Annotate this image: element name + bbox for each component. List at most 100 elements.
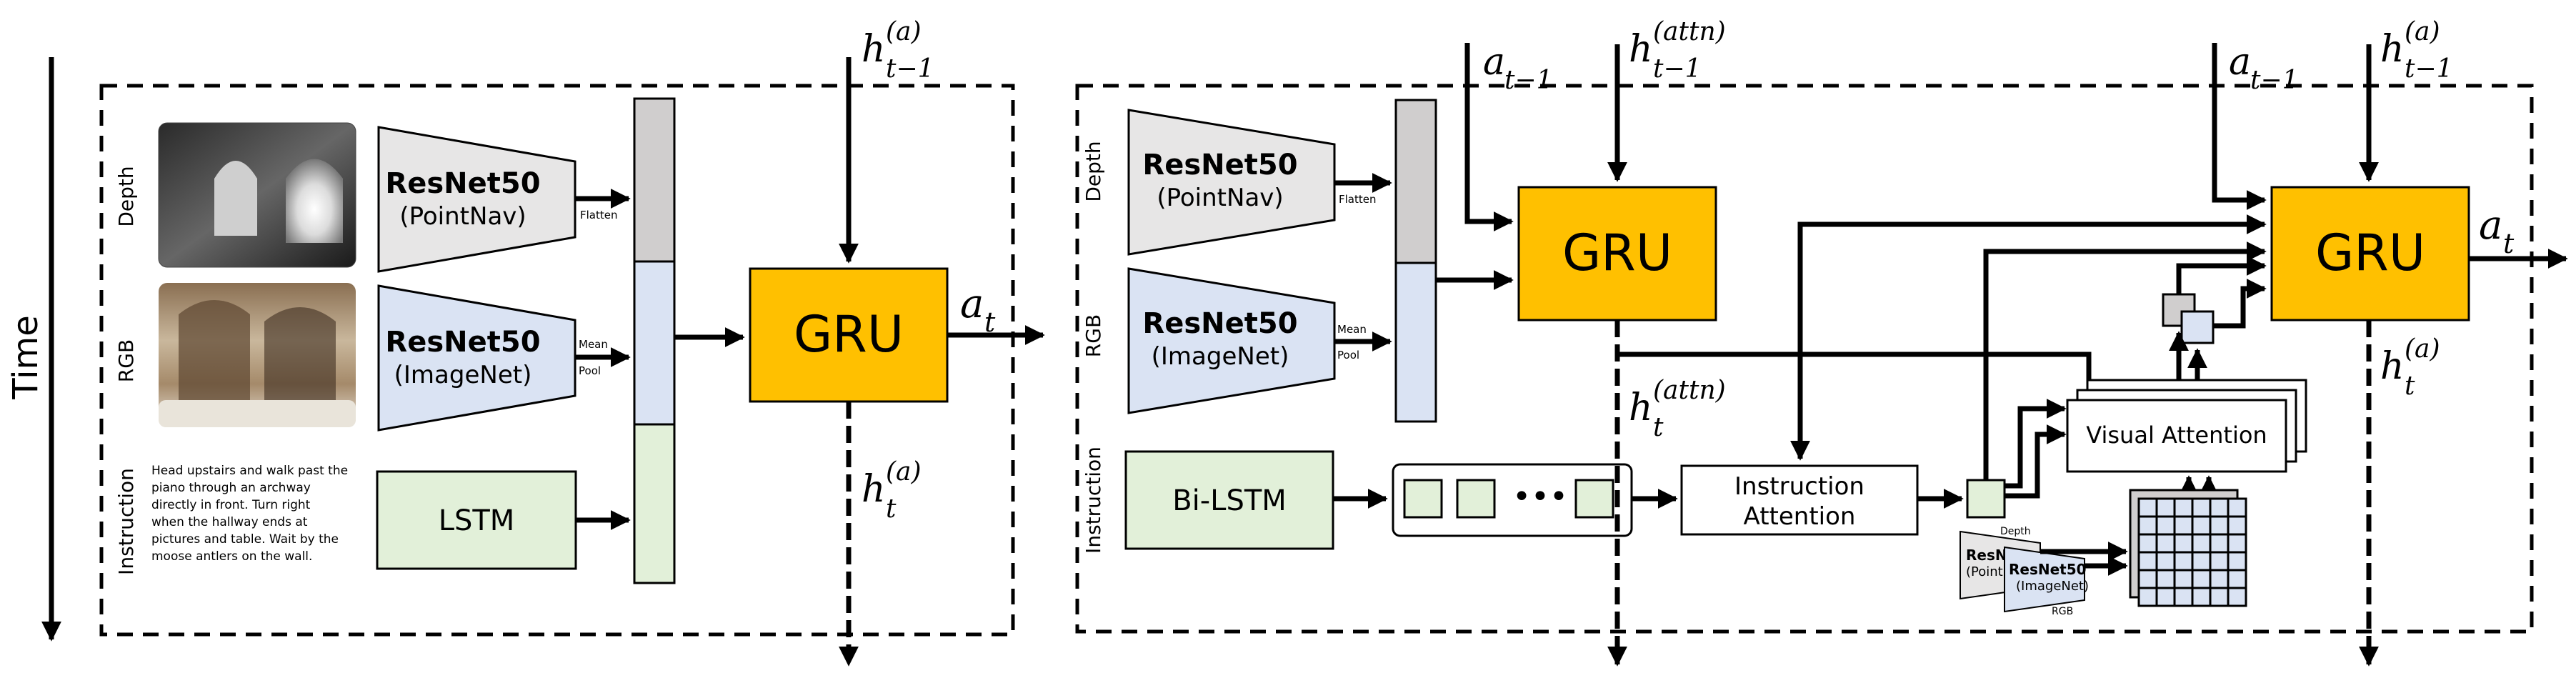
right-feature-grid bbox=[2129, 489, 2247, 607]
right-a-in1-label: a t−1 bbox=[1483, 41, 1553, 95]
left-a-out-label: a t bbox=[960, 281, 996, 338]
left-flatten-label: Flatten bbox=[580, 209, 618, 221]
right-attended-instruction bbox=[1966, 479, 2006, 519]
svg-text:moose antlers on the wall.: moose antlers on the wall. bbox=[151, 549, 312, 564]
svg-text:(ImageNet): (ImageNet) bbox=[2016, 579, 2089, 594]
right-h-a-in-label: h t−1 (a) bbox=[2380, 17, 2453, 84]
right-resnet-rgb-title: ResNet50 bbox=[1142, 307, 1297, 340]
svg-text:(attn): (attn) bbox=[1653, 17, 1726, 46]
left-dashed-frame bbox=[99, 84, 1015, 637]
right-resnet-depth-sub: (PointNav) bbox=[1157, 184, 1283, 212]
svg-text:a: a bbox=[1483, 41, 1505, 84]
right-a-out-label: a t bbox=[2479, 202, 2515, 259]
svg-text:t: t bbox=[2503, 228, 2515, 259]
svg-text:Instruction: Instruction bbox=[1734, 472, 1864, 501]
right-gru1-label: GRU bbox=[1562, 224, 1672, 282]
left-mean-label: Mean bbox=[579, 338, 608, 351]
right-mini-depth-label: Depth bbox=[2000, 526, 2031, 537]
right-ellipsis: ••• bbox=[1512, 479, 1568, 515]
svg-text:piano through an archway: piano through an archway bbox=[151, 481, 311, 495]
svg-text:h: h bbox=[1629, 28, 1653, 71]
right-h-attn-in-label: h t−1 (attn) bbox=[1629, 17, 1726, 84]
left-resnet-depth-title: ResNet50 bbox=[385, 167, 540, 200]
svg-text:Attention: Attention bbox=[1744, 502, 1856, 531]
right-mean-label: Mean bbox=[1337, 323, 1367, 336]
right-resnet-depth-title: ResNet50 bbox=[1142, 149, 1297, 181]
right-depth-row-label: Depth bbox=[1082, 141, 1105, 201]
right-dashed-frame bbox=[1075, 84, 2534, 634]
svg-text:t−1: t−1 bbox=[1504, 66, 1553, 95]
left-depth-image bbox=[158, 122, 356, 268]
right-resnet-rgb: ResNet50 (ImageNet) bbox=[1127, 267, 1336, 414]
left-resnet-depth-shape bbox=[377, 126, 576, 273]
left-panel: Depth RGB Instruction Head upstairs and … bbox=[99, 17, 1045, 667]
left-gru-box bbox=[749, 267, 949, 403]
svg-text:t: t bbox=[1653, 413, 1664, 442]
left-resnet-rgb-shape bbox=[377, 284, 576, 432]
svg-text:a: a bbox=[960, 281, 984, 327]
right-mini-resnets: ResNe (Point Depth ResNet50 (ImageNet) R… bbox=[1960, 526, 2089, 617]
left-resnet-rgb: ResNet50 (ImageNet) bbox=[377, 284, 576, 432]
left-lstm-box bbox=[376, 470, 577, 570]
svg-text:Head upstairs and walk past th: Head upstairs and walk past the bbox=[151, 464, 348, 478]
left-lstm: LSTM bbox=[376, 470, 577, 570]
svg-text:t−1: t−1 bbox=[2250, 66, 2299, 95]
svg-text:pictures and table. Wait by th: pictures and table. Wait by the bbox=[151, 532, 339, 547]
left-rgb-image bbox=[159, 283, 356, 427]
svg-text:t−1: t−1 bbox=[2405, 54, 2453, 84]
svg-text:h: h bbox=[862, 28, 886, 71]
left-resnet-depth: ResNet50 (PointNav) bbox=[377, 126, 576, 273]
svg-text:t: t bbox=[2405, 372, 2415, 401]
right-visual-attention-label: Visual Attention bbox=[2086, 422, 2267, 449]
svg-text:a: a bbox=[2479, 202, 2502, 249]
right-h-attn-out-label: h t (attn) bbox=[1629, 376, 1726, 442]
left-instruction-row-label: Instruction bbox=[114, 468, 138, 575]
left-gru-label: GRU bbox=[794, 305, 904, 364]
left-instruction-text: Head upstairs and walk past the piano th… bbox=[151, 464, 348, 564]
left-h-in-label: h t−1 (a) bbox=[862, 17, 934, 84]
right-resnet-rgb-sub: (ImageNet) bbox=[1152, 342, 1289, 371]
svg-text:t: t bbox=[886, 494, 897, 524]
right-h-a-out-label: h t (a) bbox=[2380, 334, 2440, 401]
right-rgb-row-label: RGB bbox=[1082, 314, 1105, 357]
svg-text:(a): (a) bbox=[886, 457, 922, 487]
right-visual-attention: Visual Attention bbox=[2066, 379, 2307, 473]
right-attended-visual bbox=[2162, 293, 2215, 344]
right-a-in2-label: a t−1 bbox=[2229, 41, 2299, 95]
left-h-out-label: h t (a) bbox=[862, 457, 922, 524]
svg-text:(a): (a) bbox=[886, 17, 922, 46]
svg-text:(attn): (attn) bbox=[1653, 376, 1726, 405]
left-rgb-row-label: RGB bbox=[114, 339, 138, 382]
svg-text:t−1: t−1 bbox=[886, 54, 934, 84]
svg-text:h: h bbox=[2380, 345, 2405, 388]
right-bilstm: Bi-LSTM bbox=[1124, 450, 1334, 550]
left-depth-row-label: Depth bbox=[114, 166, 138, 226]
left-concat-bar bbox=[633, 97, 676, 584]
svg-text:a: a bbox=[2229, 41, 2251, 84]
svg-text:(Point: (Point bbox=[1966, 564, 2003, 579]
svg-text:t: t bbox=[984, 306, 996, 338]
right-instruction-attention: Instruction Attention bbox=[1680, 464, 1919, 536]
time-label: Time bbox=[6, 315, 46, 399]
left-resnet-rgb-sub: (ImageNet) bbox=[394, 361, 532, 389]
svg-text:(a): (a) bbox=[2405, 17, 2440, 46]
left-lstm-label: LSTM bbox=[439, 504, 515, 537]
svg-text:directly in front. Turn ri: directly in front. Turn right bbox=[151, 498, 311, 512]
svg-text:(a): (a) bbox=[2405, 334, 2440, 364]
right-gru-attn: GRU bbox=[1517, 186, 1717, 321]
right-token-sequence: ••• bbox=[1392, 463, 1633, 537]
right-mini-rgb-label: RGB bbox=[2052, 606, 2073, 617]
right-concat-bar bbox=[1394, 99, 1437, 423]
svg-text:when the hallway ends at: when the hallway ends at bbox=[151, 515, 308, 529]
left-pool-label: Pool bbox=[579, 364, 601, 377]
svg-text:h: h bbox=[2380, 28, 2405, 71]
right-gru-action: GRU bbox=[2270, 186, 2470, 321]
right-gru2-label: GRU bbox=[2315, 224, 2425, 282]
svg-text:h: h bbox=[1629, 387, 1653, 429]
right-resnet-depth: ResNet50 (PointNav) bbox=[1127, 109, 1336, 256]
left-gru: GRU bbox=[749, 267, 949, 403]
svg-text:t−1: t−1 bbox=[1653, 54, 1702, 84]
right-flatten-label: Flatten bbox=[1339, 193, 1377, 206]
svg-text:ResNet50: ResNet50 bbox=[2009, 561, 2087, 578]
